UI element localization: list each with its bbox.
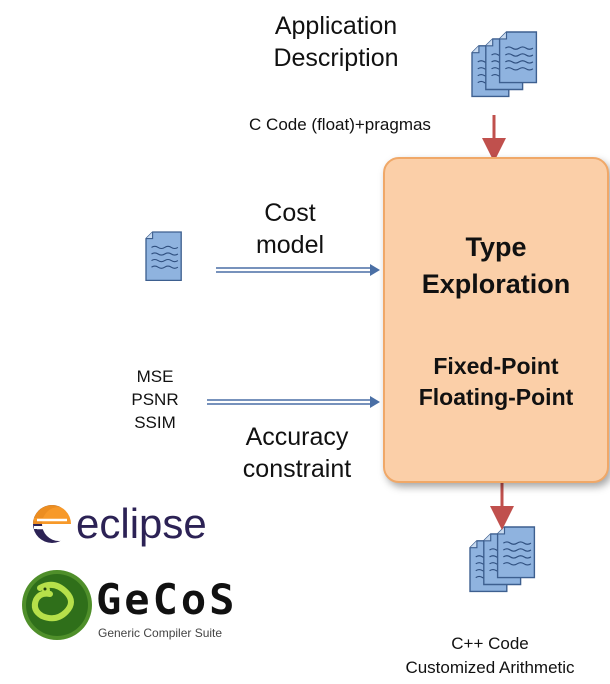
eclipse-wordmark: eclipse <box>76 500 207 547</box>
output-label-line1: C++ Code <box>451 634 529 653</box>
accuracy-label-line1: Accuracy <box>245 423 349 451</box>
metric-ssim: SSIM <box>134 413 176 432</box>
gecos-wordmark: GeCoS <box>96 575 238 624</box>
cost-model-document-icon <box>145 231 182 282</box>
type-exploration-box: Type Exploration Fixed-Point Floating-Po… <box>383 157 609 483</box>
cost-model-label: Cost model <box>230 197 350 261</box>
metrics-list: MSE PSNR SSIM <box>115 365 195 434</box>
input-document-stack-icon <box>471 31 538 98</box>
cost-label-line1: Cost <box>264 199 316 227</box>
accuracy-arrow <box>207 396 380 408</box>
output-label: C++ Code Customized Arithmetic <box>370 632 610 680</box>
accuracy-label-line2: constraint <box>242 455 352 483</box>
box-title-line2: Exploration <box>421 269 571 299</box>
box-title: Type Exploration <box>385 229 607 303</box>
metric-psnr: PSNR <box>131 390 179 409</box>
input-code-label: C Code (float)+pragmas <box>249 115 431 134</box>
gecos-lizard-logo-icon <box>22 570 92 640</box>
box-title-line1: Type <box>465 232 527 262</box>
metric-mse: MSE <box>136 367 174 386</box>
box-sub-line2: Floating-Point <box>418 384 574 410</box>
eclipse-logo-icon <box>33 505 76 543</box>
output-label-line2: Customized Arithmetic <box>405 658 575 677</box>
application-description-label: Application Description <box>231 10 441 74</box>
cost-label-line2: model <box>255 231 325 259</box>
accuracy-constraint-label: Accuracy constraint <box>212 421 382 485</box>
output-document-stack-icon <box>469 526 536 593</box>
box-sub-line1: Fixed-Point <box>433 353 559 379</box>
cost-model-arrow <box>216 264 380 276</box>
gecos-subtitle: Generic Compiler Suite <box>98 626 223 640</box>
application-label-line2: Description <box>273 44 399 72</box>
application-label-line1: Application <box>274 12 398 40</box>
box-subtitle: Fixed-Point Floating-Point <box>385 351 607 413</box>
